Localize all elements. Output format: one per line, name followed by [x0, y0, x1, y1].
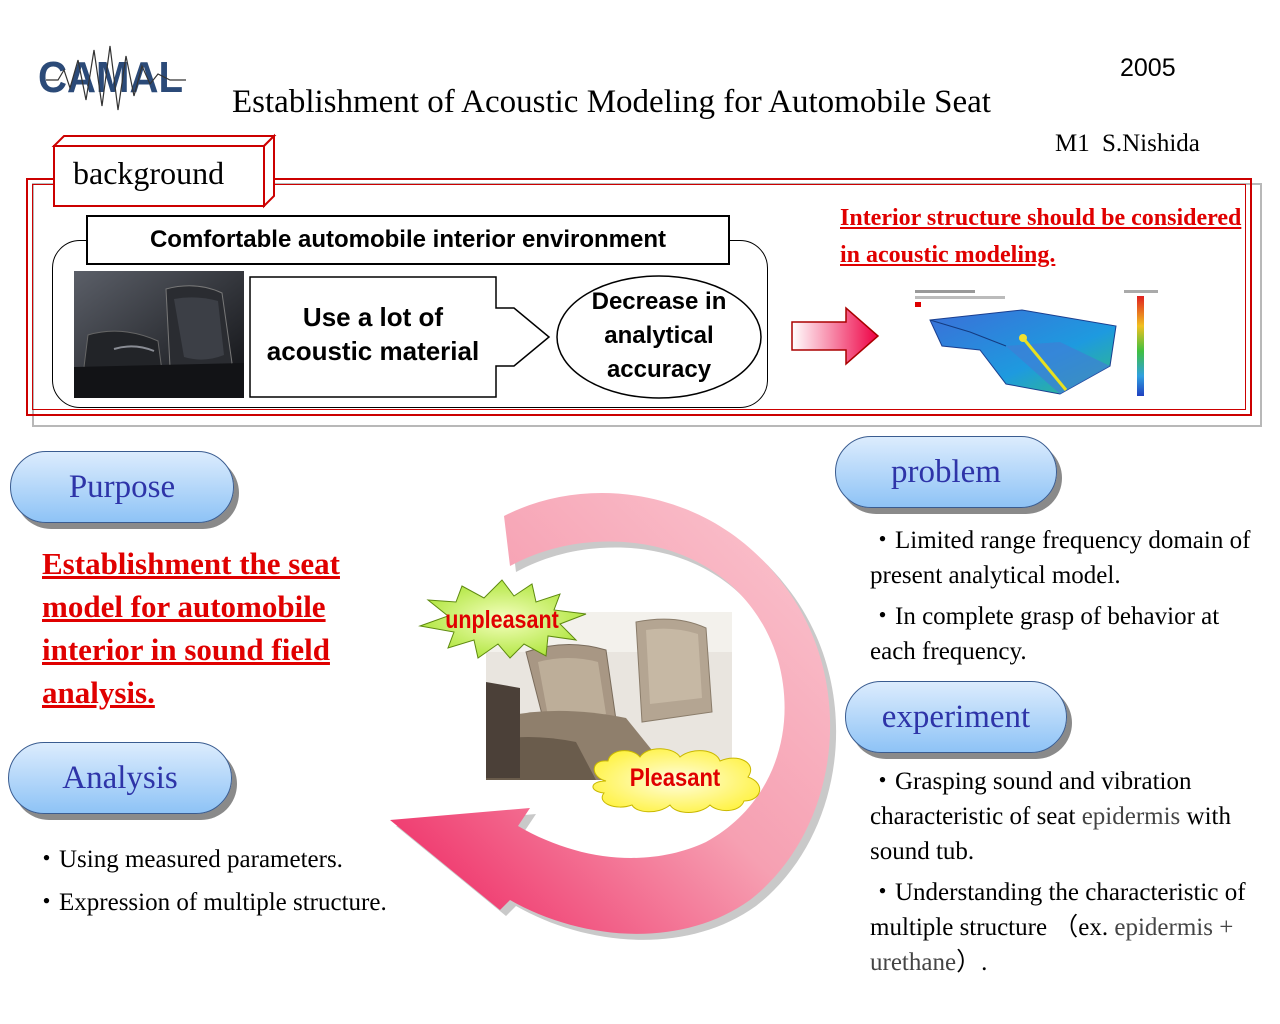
experiment-label: experiment: [845, 681, 1067, 753]
background-panel-inner-border: [32, 184, 1246, 410]
environment-heading-box: [86, 215, 730, 265]
experiment-item-text: ）.: [956, 949, 988, 976]
flow-arrow-box: [249, 276, 551, 398]
pleasant-cloud: [592, 748, 760, 813]
arrow-right-icon: [791, 306, 880, 366]
experiment-item-text: ・Understanding the characteristic of mul…: [870, 879, 1246, 941]
page-title: Establishment of Acoustic Modeling for A…: [232, 84, 991, 120]
background-tab: [51, 133, 277, 209]
background-panel: [26, 178, 1252, 416]
experiment-item-text: ・Grasping sound and vibration characteri…: [870, 768, 1192, 830]
year-label: 2005: [1120, 54, 1176, 82]
analysis-item: ・Using measured parameters.: [34, 846, 343, 873]
flow-result-text: Decrease in analytical accuracy: [591, 288, 727, 383]
cycle-arrow-icon: [390, 493, 837, 940]
experiment-item: ・Understanding the characteristic of mul…: [870, 875, 1270, 980]
analysis-label: Analysis: [8, 742, 232, 814]
conclusion-text: Interior structure should be considered …: [840, 205, 1242, 268]
experiment-item: ・Grasping sound and vibration characteri…: [870, 764, 1270, 869]
analysis-item: ・Expression of multiple structure.: [34, 889, 387, 916]
seat-photo: [74, 271, 244, 398]
purpose-text: Establishment the seat model for automob…: [42, 546, 340, 710]
unpleasant-burst: [418, 579, 587, 659]
fem-model-image: [915, 290, 1158, 396]
author-label: M1 S.Nishida: [1055, 130, 1200, 157]
problem-item: ・In complete grasp of behavior at each f…: [870, 603, 1220, 665]
experiment-term: epidermis: [1081, 803, 1181, 830]
problem-label: problem: [835, 436, 1057, 508]
environment-heading: Comfortable automobile interior environm…: [149, 226, 667, 253]
background-tab-label: background: [73, 155, 225, 191]
flow-result-ellipse: [556, 275, 762, 399]
flow-box-text: Use a lot of acoustic material: [266, 302, 480, 366]
logo-text: CAMAL: [38, 53, 183, 102]
problem-item: ・Limited range frequency domain of prese…: [870, 527, 1251, 589]
pleasant-label: Pleasant: [629, 764, 721, 792]
camal-logo: CAMAL: [38, 45, 186, 111]
unpleasant-label: unpleasant: [445, 606, 559, 634]
experiment-item-text: with sound tub.: [870, 803, 1231, 865]
purpose-label: Purpose: [10, 451, 234, 523]
experiment-term: epidermis + urethane: [870, 914, 1234, 976]
